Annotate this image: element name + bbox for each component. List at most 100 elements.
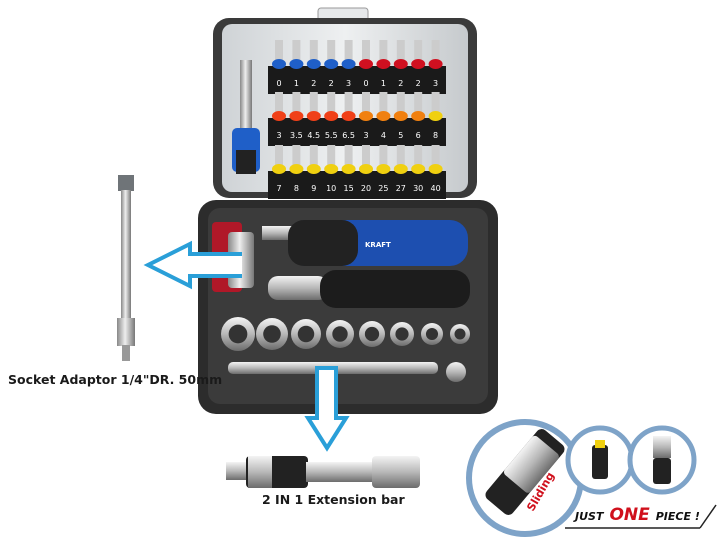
bit-collar (411, 164, 426, 174)
bit-collar (341, 164, 356, 174)
socket-hole (332, 326, 348, 342)
bit-collar (411, 111, 426, 121)
bit-size-label: 3 (363, 131, 368, 140)
screwdriver-handle: KRAFT (262, 220, 468, 266)
bit-rack (268, 171, 446, 199)
bit-tip (431, 40, 440, 60)
bit-tip (414, 92, 423, 112)
socket-hole (364, 326, 380, 342)
bit-size-label: 2 (398, 79, 403, 88)
one-text: ONE (609, 505, 650, 525)
socket-hole (425, 327, 439, 341)
bit-collar (359, 164, 373, 174)
bit-tip (362, 145, 370, 165)
socket-adaptor-label: Socket Adaptor 1/4"DR. 50mm (8, 372, 223, 387)
bit-collar (306, 164, 321, 174)
bit-tip (431, 145, 440, 165)
extension-bar-label: 2 IN 1 Extension bar (262, 492, 405, 507)
bit-size-label: 6.5 (342, 131, 355, 140)
bit-tip (396, 145, 405, 165)
bit-size-label: 40 (431, 184, 441, 193)
bit-tip (327, 92, 336, 112)
bit-collar (376, 164, 391, 174)
socket (446, 362, 466, 382)
bit-tip (309, 92, 318, 112)
bit-collar (341, 59, 356, 69)
bit-collar (341, 111, 356, 121)
bit-tip (292, 40, 301, 60)
socket-hole (454, 328, 466, 340)
bit-collar (272, 59, 286, 69)
bit-size-label: 2 (311, 79, 316, 88)
bit-collar (376, 111, 391, 121)
bit-tip (327, 40, 336, 60)
bit-tip (344, 145, 353, 165)
bit-rack (268, 66, 446, 94)
bit-collar (289, 111, 304, 121)
bit-tip (309, 145, 318, 165)
bit-tip (414, 40, 423, 60)
piece-text: PIECE ! (655, 510, 700, 523)
socket-hole (263, 325, 281, 343)
bit-collar (306, 111, 321, 121)
bit-size-label: 4 (381, 131, 386, 140)
bit-collar (272, 164, 286, 174)
bit-collar (289, 59, 304, 69)
bit-collar (289, 164, 304, 174)
bit-size-label: 2 (416, 79, 421, 88)
bit-collar (324, 164, 339, 174)
bit-tip (327, 145, 336, 165)
bit-collar (428, 59, 443, 69)
bit-tip (275, 92, 283, 112)
bit-size-label: 4.5 (307, 131, 320, 140)
bit-holder (232, 60, 260, 174)
bit-tip (396, 92, 405, 112)
bit-tip (275, 145, 283, 165)
bit-size-label: 1 (294, 79, 299, 88)
bit-size-label: 3 (433, 79, 438, 88)
bit-collar (272, 111, 286, 121)
extension-bar (226, 456, 420, 488)
bit-collar (359, 111, 373, 121)
bit-size-label: 25 (378, 184, 388, 193)
bit-size-label: 0 (363, 79, 368, 88)
bit-tip (292, 145, 301, 165)
bit-tip (379, 145, 388, 165)
bit-collar (393, 111, 408, 121)
bit-tip (344, 92, 353, 112)
bit-size-label: 10 (326, 184, 336, 193)
socket-hole (395, 327, 409, 341)
bit-size-label: 5 (398, 131, 403, 140)
bit-size-label: 0 (276, 79, 281, 88)
bit-size-label: 9 (311, 184, 316, 193)
bit-tip (275, 40, 283, 60)
bit-collar (306, 59, 321, 69)
socket-row (221, 317, 470, 382)
bit-tip (414, 145, 423, 165)
bit-tip (396, 40, 405, 60)
bit-collar (411, 59, 426, 69)
bit-collar (393, 164, 408, 174)
bit-size-label: 1 (381, 79, 386, 88)
bit-size-label: 3.5 (290, 131, 303, 140)
bit-tip (309, 40, 318, 60)
bit-collar (376, 59, 391, 69)
bit-collar (428, 164, 443, 174)
bit-collar (393, 59, 408, 69)
bit-tip (362, 40, 370, 60)
bit-size-label: 20 (361, 184, 371, 193)
bit-tip (362, 92, 370, 112)
bit-size-label: 7 (276, 184, 281, 193)
brand-label: KRAFT (365, 241, 391, 249)
bit-collar (428, 111, 443, 121)
bit-size-label: 2 (329, 79, 334, 88)
bit-rack (268, 118, 446, 146)
socket-hole (297, 325, 315, 343)
bit-size-label: 5.5 (325, 131, 338, 140)
bit-tip (344, 40, 353, 60)
bit-tip (292, 92, 301, 112)
bit-collar (324, 111, 339, 121)
